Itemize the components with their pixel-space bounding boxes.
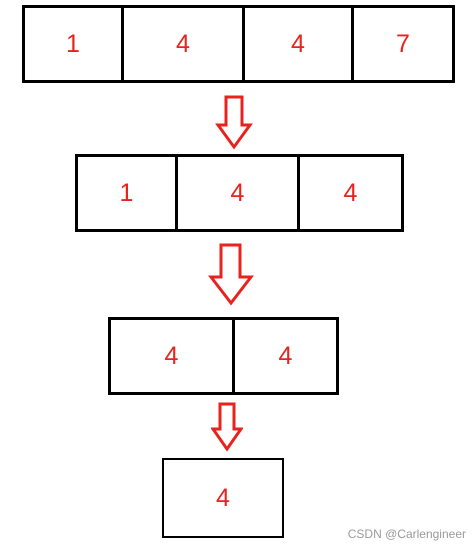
array-cell: 4 xyxy=(216,483,230,512)
down-arrow-icon xyxy=(211,402,243,452)
watermark: CSDN @Carlengineer xyxy=(347,527,466,541)
down-arrow-icon xyxy=(215,95,253,150)
array-cell: 4 xyxy=(124,8,245,80)
array-cell: 4 xyxy=(111,320,235,392)
array-row-1: 1 4 4 7 xyxy=(22,5,455,83)
array-row-4: 4 xyxy=(162,458,284,538)
array-cell: 4 xyxy=(343,178,358,207)
array-cell: 4 xyxy=(278,341,293,370)
array-cell: 1 xyxy=(25,8,124,80)
array-cell: 1 xyxy=(78,157,178,229)
down-arrow-icon xyxy=(208,243,254,306)
array-cell: 4 xyxy=(245,8,354,80)
array-row-3: 4 4 xyxy=(108,317,339,395)
array-row-2: 1 4 4 xyxy=(75,154,404,232)
array-cell: 7 xyxy=(396,29,410,58)
array-cell: 4 xyxy=(178,157,300,229)
